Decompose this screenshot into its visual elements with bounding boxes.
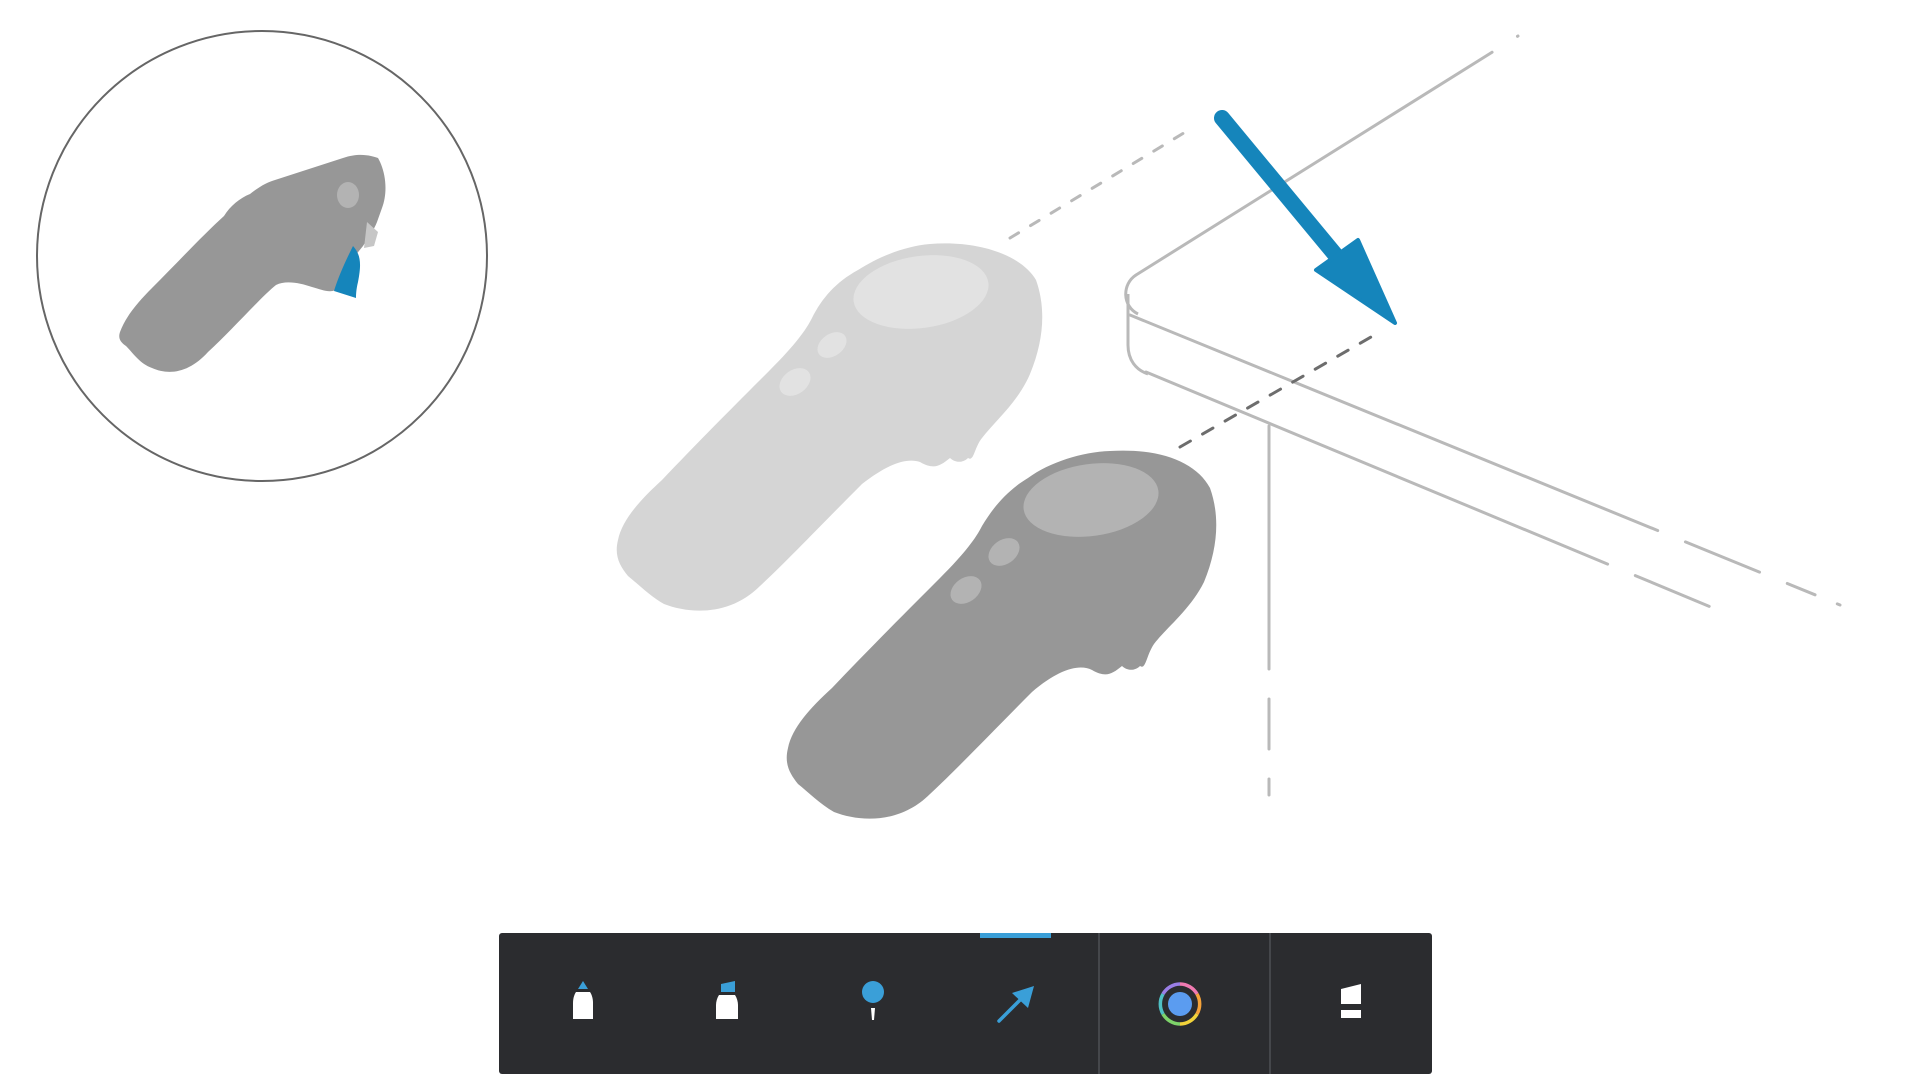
tool-marker[interactable] xyxy=(659,933,800,1074)
arrow-tool-icon xyxy=(996,984,1036,1024)
trigger-highlight xyxy=(334,246,361,298)
active-indicator xyxy=(980,933,1051,938)
inset-closeup xyxy=(36,30,488,482)
toolbar xyxy=(499,933,1432,1074)
toolbar-divider xyxy=(1269,933,1271,1074)
brush-tip-icon xyxy=(572,980,602,1027)
tool-color[interactable] xyxy=(1109,933,1250,1074)
pin-icon xyxy=(858,980,888,1027)
arrow-pointer-icon xyxy=(1214,110,1397,325)
toolbar-divider xyxy=(1098,933,1100,1074)
controller-buttons xyxy=(950,463,1159,604)
inset-circle xyxy=(36,30,488,482)
controller-icon xyxy=(786,450,1217,819)
color-wheel-icon xyxy=(1158,981,1202,1026)
tool-pin[interactable] xyxy=(802,933,943,1074)
controller-trigger-closeup-icon xyxy=(119,154,386,372)
tool-brush[interactable] xyxy=(516,933,657,1074)
guide-line-dark xyxy=(1178,331,1380,449)
tool-arrow[interactable] xyxy=(945,933,1086,1074)
panel-outline-icon xyxy=(1124,273,1149,376)
guide-lines xyxy=(1008,34,1842,797)
marker-tip-icon xyxy=(715,980,745,1027)
eraser-icon xyxy=(1336,983,1366,1024)
controller-ghost-icon xyxy=(616,243,1043,611)
tool-eraser[interactable] xyxy=(1280,933,1421,1074)
